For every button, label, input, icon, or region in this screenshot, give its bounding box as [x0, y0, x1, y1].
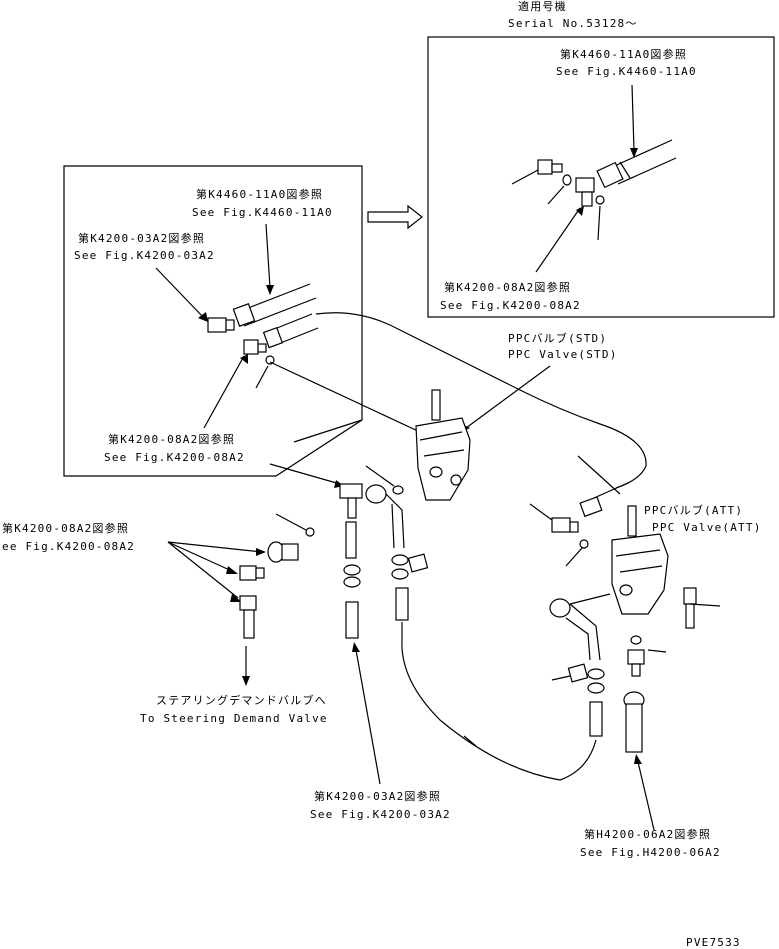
leader-line [365, 465, 395, 487]
hose-stack-left [343, 521, 361, 639]
bottom-ref-k4200-03-en: See Fig.K4200-03A2 [310, 808, 451, 821]
ppc-valve-std [415, 389, 471, 501]
left-ref-k4200-08-en: ee Fig.K4200-08A2 [2, 540, 135, 553]
inset-ref-k4200-08-en: See Fig.K4200-08A2 [440, 299, 581, 312]
arrowhead [630, 148, 638, 158]
leader-line [275, 513, 307, 531]
mid-ref-k4200-08-en: See Fig.K4200-08A2 [104, 451, 245, 464]
adapter-fitting [511, 159, 563, 185]
leader-line [167, 541, 239, 599]
o-ring [562, 174, 572, 186]
leader-line [647, 649, 667, 653]
change-arrow [367, 204, 423, 230]
arrowhead [230, 594, 242, 602]
hose-fitting [232, 303, 256, 327]
serial-label-jp: 適用号機 [518, 0, 567, 13]
ppc-std-jp: PPCバルブ(STD) [508, 331, 607, 345]
hose [271, 313, 319, 345]
connector-fitting [239, 595, 257, 639]
main-ref-k4200-03-jp: 第K4200-03A2図参照 [78, 231, 205, 245]
serial-label-en: Serial No.53128〜 [508, 17, 638, 30]
hose-fitting [596, 161, 631, 189]
leader-line [547, 185, 565, 205]
main-ref-k4200-03-en: See Fig.K4200-03A2 [74, 249, 215, 262]
arrowhead [352, 642, 360, 652]
adapter-fitting [243, 339, 267, 355]
main-ref-k4460-jp: 第K4460-11A0図参照 [196, 187, 323, 201]
leader-line [529, 503, 553, 521]
arrowhead [634, 754, 642, 764]
adapter-fitting [627, 649, 645, 677]
detail-frame [63, 165, 363, 477]
leader-line [597, 205, 601, 241]
leader-line [551, 675, 571, 681]
elbow-fitting [575, 177, 595, 207]
leader-line [355, 649, 381, 785]
o-ring [392, 485, 404, 495]
arrowhead [240, 354, 248, 364]
hose-fitting-att [623, 691, 645, 753]
leader-line [465, 365, 551, 429]
leader-line [565, 547, 583, 567]
o-ring [305, 527, 315, 537]
elbow-fitting [239, 565, 265, 581]
o-ring [265, 355, 275, 365]
arrowhead [576, 206, 584, 216]
leader-line [203, 355, 245, 429]
leader-line [269, 463, 341, 485]
arrowhead [198, 312, 208, 322]
elbow-fitting [207, 317, 235, 333]
o-ring [595, 195, 605, 205]
leader-line [167, 541, 263, 553]
steering-jp: ステアリングデマンドバルブへ [156, 693, 327, 707]
leader-line [463, 735, 477, 747]
leader-line [265, 223, 271, 289]
main-ref-k4460-en: See Fig.K4460-11A0 [192, 206, 333, 219]
steering-en: To Steering Demand Valve [140, 712, 328, 725]
serial-inset: 適用号機 Serial No.53128〜 第K4460-11A0図参照 See… [427, 0, 775, 318]
bottom-ref-h4200-en: See Fig.H4200-06A2 [580, 846, 721, 859]
leader-line [535, 207, 581, 273]
bolt [683, 587, 697, 629]
arrowhead [266, 285, 274, 295]
leader-line [631, 84, 635, 151]
inset-frame [427, 36, 775, 318]
arrowhead [256, 548, 266, 556]
hose-fitting [262, 326, 284, 349]
pilot-line [269, 361, 421, 433]
o-ring [579, 539, 589, 549]
leader-line [293, 419, 363, 443]
inset-ref-k4200-08-jp: 第K4200-08A2図参照 [444, 280, 571, 294]
bottom-ref-h4200-jp: 第H4200-06A2図参照 [584, 827, 711, 841]
att-hose [577, 455, 631, 518]
ppc-att-en: PPC Valve(ATT) [652, 521, 762, 534]
arrowhead [226, 566, 238, 574]
adapter-fitting [267, 541, 299, 563]
inset-ref-k4460-en: See Fig.K4460-11A0 [556, 65, 697, 78]
elbow-tube [549, 593, 611, 661]
hose-stack-right [391, 553, 429, 621]
o-ring [630, 635, 642, 645]
elbow-tube [339, 483, 405, 549]
leader-line [167, 541, 235, 573]
leader-line [689, 603, 721, 607]
hose-stack-att [567, 663, 605, 737]
mid-ref-k4200-08-jp: 第K4200-08A2図参照 [108, 432, 235, 446]
ppc-std-en: PPC Valve(STD) [508, 348, 618, 361]
inset-ref-k4460-jp: 第K4460-11A0図参照 [560, 47, 687, 61]
left-ref-k4200-08-jp: 第K4200-08A2図参照 [2, 521, 129, 535]
elbow-fitting [551, 517, 579, 533]
drawing-number: PVE7533 [686, 936, 741, 949]
supply-hose [401, 622, 597, 781]
ppc-valve-att [611, 505, 669, 615]
bottom-ref-k4200-03-jp: 第K4200-03A2図参照 [314, 789, 441, 803]
leader-line [637, 761, 655, 831]
pilot-hose [315, 312, 647, 489]
leader-line [255, 365, 269, 389]
leader-line [155, 267, 205, 319]
ppc-att-jp: PPCバルブ(ATT) [644, 503, 743, 517]
detail-box: 第K4460-11A0図参照 See Fig.K4460-11A0 第K4200… [63, 165, 363, 477]
arrowhead [242, 676, 250, 686]
